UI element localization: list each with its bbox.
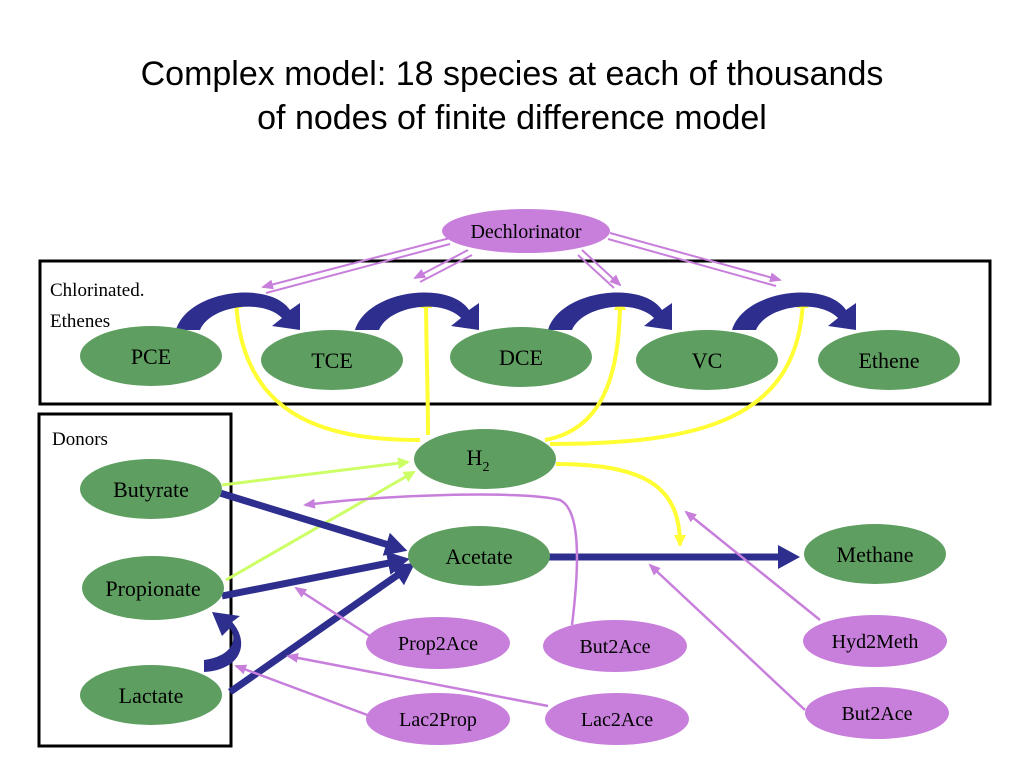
node-but2ace-1-label: But2Ace [579, 636, 650, 658]
node-lac2prop-label: Lac2Prop [399, 709, 477, 731]
node-propionate[interactable]: Propionate [82, 556, 224, 620]
node-dechlorinator[interactable]: Dechlorinator [442, 209, 610, 253]
node-prop2ace[interactable]: Prop2Ace [366, 617, 510, 669]
node-hyd2meth-label: Hyd2Meth [832, 631, 919, 653]
node-vc[interactable]: VC [636, 330, 778, 390]
node-prop2ace-label: Prop2Ace [398, 633, 478, 655]
chlorinated-label-2: Ethenes [50, 311, 110, 332]
node-pce-label: PCE [131, 344, 171, 369]
dechlorination-step-arrows [176, 292, 856, 330]
enzyme-arrows [234, 493, 821, 718]
chlorinated-ethenes-box [38, 259, 992, 406]
title-line-1: Complex model: 18 species at each of tho… [140, 55, 884, 93]
node-but2ace-2[interactable]: But2Ace [805, 687, 949, 739]
lactate-to-propionate-arrow [204, 612, 242, 672]
node-butyrate[interactable]: Butyrate [80, 459, 222, 519]
node-tce[interactable]: TCE [261, 330, 403, 390]
node-methane-label: Methane [837, 542, 914, 567]
node-butyrate-label: Butyrate [113, 477, 189, 502]
slide-title: Complex model: 18 species at each of tho… [0, 52, 1024, 140]
node-acetate[interactable]: Acetate [408, 526, 550, 586]
node-tce-label: TCE [311, 348, 353, 373]
title-line-2: of nodes of finite difference model [257, 99, 767, 137]
node-h2[interactable]: H2 [414, 429, 556, 489]
node-but2ace-1[interactable]: But2Ace [543, 620, 687, 672]
node-dce-label: DCE [499, 345, 543, 370]
node-ethene[interactable]: Ethene [818, 330, 960, 390]
chlorinated-label-1: Chlorinated. [50, 280, 144, 301]
node-hyd2meth[interactable]: Hyd2Meth [803, 615, 947, 667]
node-lac2prop[interactable]: Lac2Prop [366, 693, 510, 745]
node-lactate-label: Lactate [119, 683, 184, 708]
dechlorinator-arrows [261, 232, 782, 294]
h2-yellow-arrows [230, 296, 809, 547]
node-h2-label: H2 [467, 445, 490, 475]
node-propionate-label: Propionate [105, 576, 200, 601]
node-methane[interactable]: Methane [804, 524, 946, 584]
node-dechlorinator-label: Dechlorinator [470, 221, 581, 243]
donors-label: Donors [52, 429, 108, 450]
node-pce[interactable]: PCE [80, 326, 222, 386]
node-ethene-label: Ethene [858, 348, 919, 373]
node-lac2ace[interactable]: Lac2Ace [545, 693, 689, 745]
node-vc-label: VC [692, 348, 723, 373]
node-dce[interactable]: DCE [450, 327, 592, 387]
donors-box [37, 412, 233, 748]
node-lactate[interactable]: Lactate [80, 665, 222, 725]
node-but2ace-2-label: But2Ace [841, 703, 912, 725]
node-acetate-label: Acetate [445, 544, 512, 569]
fermentation-arrows [218, 489, 800, 695]
node-lac2ace-label: Lac2Ace [581, 709, 653, 731]
